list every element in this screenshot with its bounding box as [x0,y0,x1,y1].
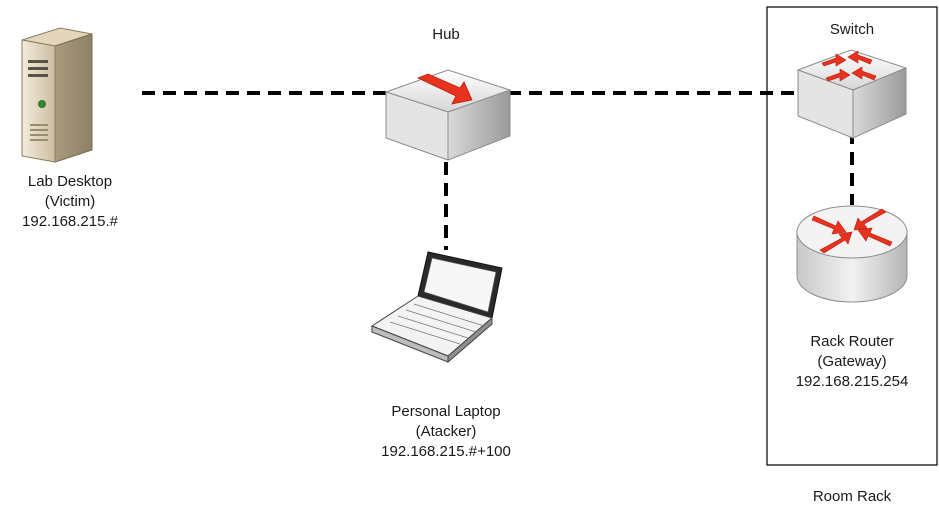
desktop-name: Lab Desktop [27,173,113,190]
laptop-label: Personal Laptop (Atacker) 192.168.215.#+… [356,402,536,462]
laptop-ip: 192.168.215.#+100 [381,443,511,460]
rack-name: Room Rack [812,488,892,505]
router-ip: 192.168.215.254 [795,373,909,390]
hub-label: Hub [406,25,486,45]
hub-icon [384,69,512,161]
router-name: Rack Router [810,333,894,350]
desktop-ip: 192.168.215.# [22,213,118,230]
router-role: (Gateway) [817,353,887,370]
router-label: Rack Router (Gateway) 192.168.215.254 [772,332,932,392]
server-tower-icon [21,27,93,163]
desktop-role: (Victim) [44,193,96,210]
router-icon [796,205,908,303]
switch-label: Switch [802,20,902,40]
laptop-role: (Atacker) [415,423,477,440]
switch-name: Switch [829,21,875,38]
desktop-label: Lab Desktop (Victim) 192.168.215.# [4,172,136,232]
room-rack-enclosure [766,6,938,466]
hub-name: Hub [432,26,460,43]
links [142,91,854,250]
room-rack-label: Room Rack [782,487,922,507]
laptop-icon [370,251,503,364]
switch-icon [796,49,908,139]
laptop-name: Personal Laptop [391,403,501,420]
